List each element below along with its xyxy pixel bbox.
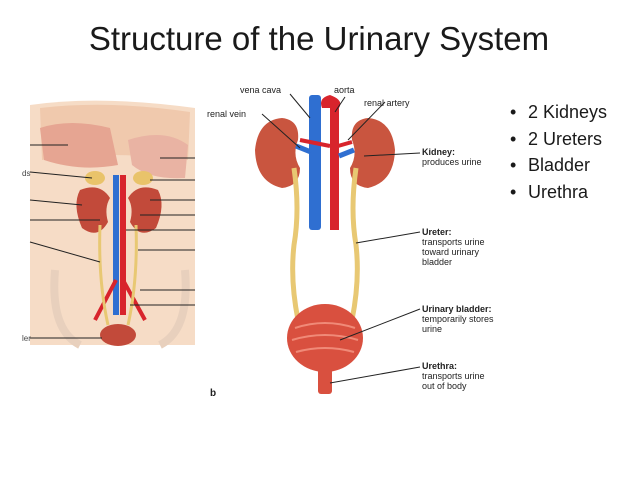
left-leader-lines: [29, 144, 195, 339]
left-ureter: [349, 167, 360, 321]
pelvis: [50, 269, 190, 349]
renal-artery-label: renal artery: [364, 98, 410, 108]
stomach: [128, 135, 188, 179]
figure-letter: b: [210, 388, 216, 399]
urinary-bladder: [287, 304, 363, 372]
kidney-title: Kidney:: [422, 147, 455, 157]
renal-artery-right: [299, 138, 331, 148]
vena-cava-label: vena cava: [240, 85, 281, 95]
bullet-text: Urethra: [528, 181, 589, 202]
left-adrenal: [85, 171, 105, 185]
bladder-desc-2: urine: [422, 324, 442, 334]
ureter-title: Ureter:: [422, 227, 452, 237]
bladder-folds: [291, 322, 359, 353]
left-partial-label-2: ler: [22, 334, 31, 343]
aorta: [321, 95, 341, 230]
renal-artery-left: [337, 140, 353, 148]
left-vena-cava: [113, 175, 119, 315]
left-partial-label-1: ds: [22, 169, 30, 178]
bullet-list: •2 Kidneys •2 Ureters •Bladder •Urethra: [510, 99, 607, 205]
bladder-desc-1: temporarily stores: [422, 314, 494, 324]
ureter-desc-1: transports urine: [422, 237, 485, 247]
right-ureter: [126, 224, 138, 326]
bullet-item: •Bladder: [510, 155, 591, 175]
right-adrenal: [133, 171, 153, 185]
right-kidney: [128, 187, 162, 233]
renal-vein-left: [338, 147, 355, 159]
bullet-item: •Urethra: [510, 181, 589, 202]
liver: [40, 123, 118, 168]
left-kidney: [350, 118, 395, 188]
ureter-desc-3: bladder: [422, 257, 452, 267]
bullet-item: •2 Ureters: [510, 128, 603, 149]
aorta-label: aorta: [334, 85, 355, 95]
urethra-desc-2: out of body: [422, 381, 467, 391]
renal-vein-label: renal vein: [207, 109, 246, 119]
bullet-item: •2 Kidneys: [510, 102, 608, 122]
right-leader-lines: [261, 93, 421, 384]
slide-title: Structure of the Urinary System: [88, 20, 550, 57]
bladder-title: Urinary bladder:: [422, 304, 492, 314]
bullet-text: Bladder: [528, 155, 591, 175]
bullet-text: 2 Ureters: [528, 128, 603, 149]
left-kidney: [76, 187, 110, 233]
ureter-desc-2: toward urinary: [422, 247, 480, 257]
urethra-title: Urethra:: [422, 361, 457, 371]
kidney-desc-1: produces urine: [422, 157, 482, 167]
urethra-desc-1: transports urine: [422, 371, 485, 381]
left-ureter: [98, 224, 110, 326]
bullet-text: 2 Kidneys: [528, 102, 608, 122]
vena-cava: [309, 95, 321, 230]
left-bladder: [100, 324, 136, 346]
left-aorta: [120, 175, 126, 315]
right-ureter: [290, 167, 301, 321]
right-kidney: [255, 118, 300, 188]
urethra: [318, 368, 332, 394]
